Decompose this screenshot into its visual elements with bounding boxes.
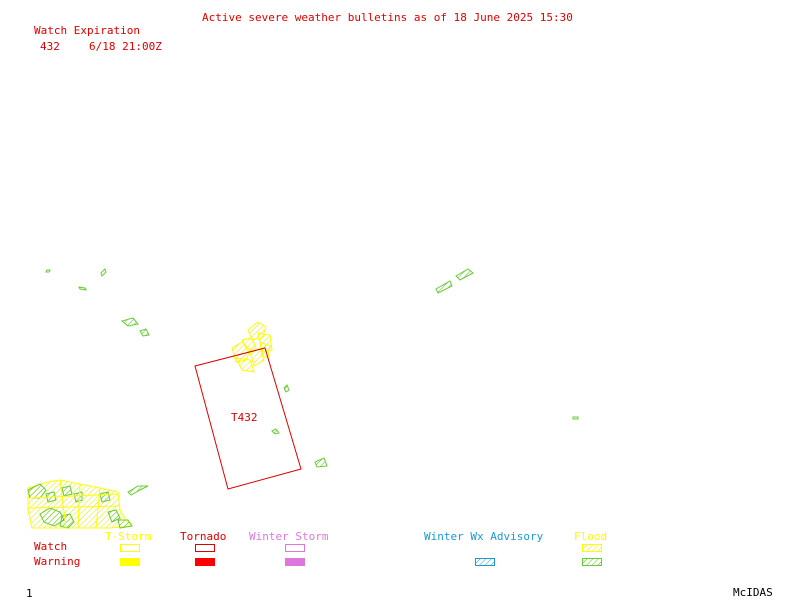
legend-row-warning: Warning [34,555,81,568]
legend-tornado-watch-swatch [195,544,215,552]
legend-tstorm-watch-swatch [120,544,140,552]
legend-winter-storm-warning-swatch [285,558,305,566]
legend-winter-wx-advisory-label: Winter Wx Advisory [424,530,544,543]
watch-expiration-header: Watch Expiration [34,24,140,37]
legend-tstorm-label: T-Storm [105,530,152,543]
watch-expiration-time: 6/18 21:00Z [89,40,162,53]
legend-row-watch: Watch [34,540,68,553]
frame-number: 1 [26,587,33,600]
watch-number: 432 [40,40,60,53]
watch-box-label: T432 [231,411,258,424]
tstorm-warning-cluster [231,321,273,373]
legend-flood-watch-swatch [582,544,602,552]
legend-flood-warning-swatch [582,558,602,566]
tornado-watch-box [194,347,302,490]
legend-tornado-label: Tornado [180,530,227,543]
legend-winter-storm-watch-swatch [285,544,305,552]
legend-winter-storm-label: Winter Storm [249,530,329,543]
bulletin-title: Active severe weather bulletins as of 18… [202,11,573,24]
legend-tornado-warning-swatch [195,558,215,566]
legend-flood-label: Flood [574,530,608,543]
flood-warning-polygons [45,268,579,496]
legend-winter-wx-advisory-swatch [475,558,495,566]
legend-tstorm-warning-swatch [120,558,140,566]
software-label: McIDAS [733,586,773,599]
bottom-left-warning-cluster [27,479,134,529]
